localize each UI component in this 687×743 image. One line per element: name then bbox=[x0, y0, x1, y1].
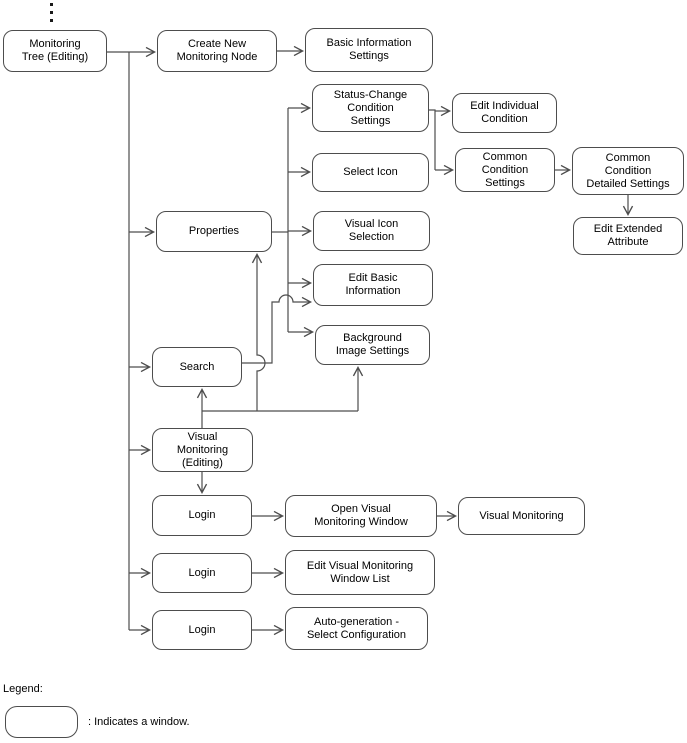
node-edit-visual-monitoring-window-list: Edit Visual Monitoring Window List bbox=[285, 550, 435, 595]
legend-title: Legend: bbox=[3, 683, 43, 695]
node-open-visual-monitoring-window: Open Visual Monitoring Window bbox=[285, 495, 437, 537]
edge-search-to-edit-basic-information bbox=[242, 294, 313, 364]
node-visual-monitoring-editing: Visual Monitoring (Editing) bbox=[152, 428, 253, 472]
node-visual-monitoring: Visual Monitoring bbox=[458, 497, 585, 535]
node-status-change-condition-settings: Status-Change Condition Settings bbox=[312, 84, 429, 132]
legend-window-note: : Indicates a window. bbox=[88, 716, 190, 728]
status-change-branch bbox=[429, 109, 436, 170]
node-auto-generation-select-configuration: Auto-generation - Select Configuration bbox=[285, 607, 428, 650]
node-background-image-settings: Background Image Settings bbox=[315, 325, 430, 365]
node-properties: Properties bbox=[156, 211, 272, 252]
vertical-ellipsis-icon bbox=[50, 3, 53, 22]
node-common-condition-settings: Common Condition Settings bbox=[455, 148, 555, 192]
node-basic-information-settings: Basic Information Settings bbox=[305, 28, 433, 72]
node-login-3: Login bbox=[152, 610, 252, 650]
node-search: Search bbox=[152, 347, 242, 387]
node-edit-extended-attribute: Edit Extended Attribute bbox=[573, 217, 683, 255]
node-create-new-monitoring-node: Create New Monitoring Node bbox=[157, 30, 277, 72]
node-common-condition-detailed-settings: Common Condition Detailed Settings bbox=[572, 147, 684, 195]
node-monitoring-tree: Monitoring Tree (Editing) bbox=[3, 30, 107, 72]
node-login-2: Login bbox=[152, 553, 252, 593]
edge-junction-to-properties-bottom bbox=[251, 252, 266, 411]
node-edit-individual-condition: Edit Individual Condition bbox=[452, 93, 557, 133]
node-select-icon: Select Icon bbox=[312, 153, 429, 192]
node-edit-basic-information: Edit Basic Information bbox=[313, 264, 433, 306]
node-visual-icon-selection: Visual Icon Selection bbox=[313, 211, 430, 251]
legend-window-swatch bbox=[5, 706, 78, 738]
node-login-1: Login bbox=[152, 495, 252, 536]
